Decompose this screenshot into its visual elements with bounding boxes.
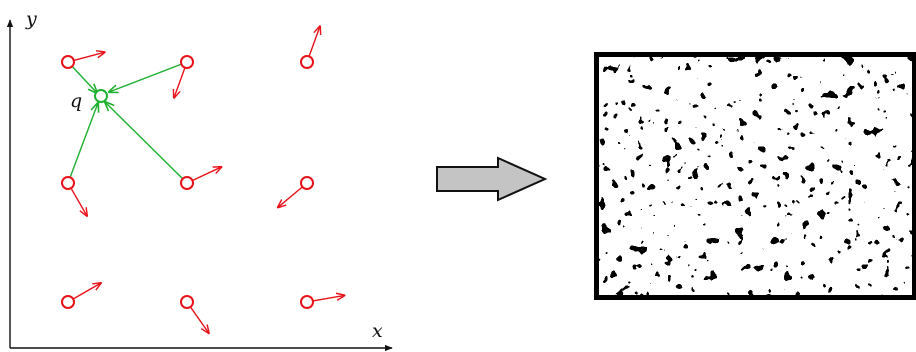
lattice-point-p11	[61, 55, 75, 69]
axes: x y	[6, 8, 393, 352]
gradient-vector-p12	[174, 67, 186, 98]
gradient-vector-p23	[278, 186, 303, 208]
lattice-point-p12	[180, 55, 194, 69]
lattice-point-p23	[300, 176, 314, 190]
gradient-vector-p33	[312, 295, 345, 302]
noise-texture-frame	[594, 52, 916, 300]
lattice-point-p13	[300, 55, 314, 69]
distance-vector-p11	[67, 61, 97, 93]
lattice-point-p22	[180, 176, 194, 190]
gradient-vectors	[70, 26, 345, 333]
query-point-label: q	[70, 90, 82, 112]
lattice-point-p21	[61, 176, 75, 190]
gradient-vector-p31	[72, 283, 101, 300]
lattice-point-p33	[300, 295, 314, 309]
gradient-vector-p32	[189, 306, 208, 333]
query-point-marker	[94, 89, 108, 103]
distance-vectors	[67, 61, 188, 184]
distance-vector-p21	[67, 103, 98, 184]
x-axis-label: x	[372, 320, 383, 342]
lattice-point-p31	[61, 295, 75, 309]
distance-vector-p22	[105, 102, 188, 184]
lattice-point-p32	[180, 295, 194, 309]
noise-texture	[595, 53, 916, 299]
gradient-vector-p22	[192, 167, 221, 182]
distance-vector-p12	[109, 61, 188, 92]
noise-texture-panel	[594, 52, 916, 300]
gradient-vector-p21	[70, 187, 87, 216]
gradient-vector-p13	[308, 26, 320, 57]
transform-arrow	[436, 156, 548, 202]
query-point: q	[70, 89, 108, 112]
y-axis-label: y	[25, 8, 37, 30]
lattice-points	[61, 55, 314, 309]
gradient-vector-p11	[73, 52, 105, 62]
